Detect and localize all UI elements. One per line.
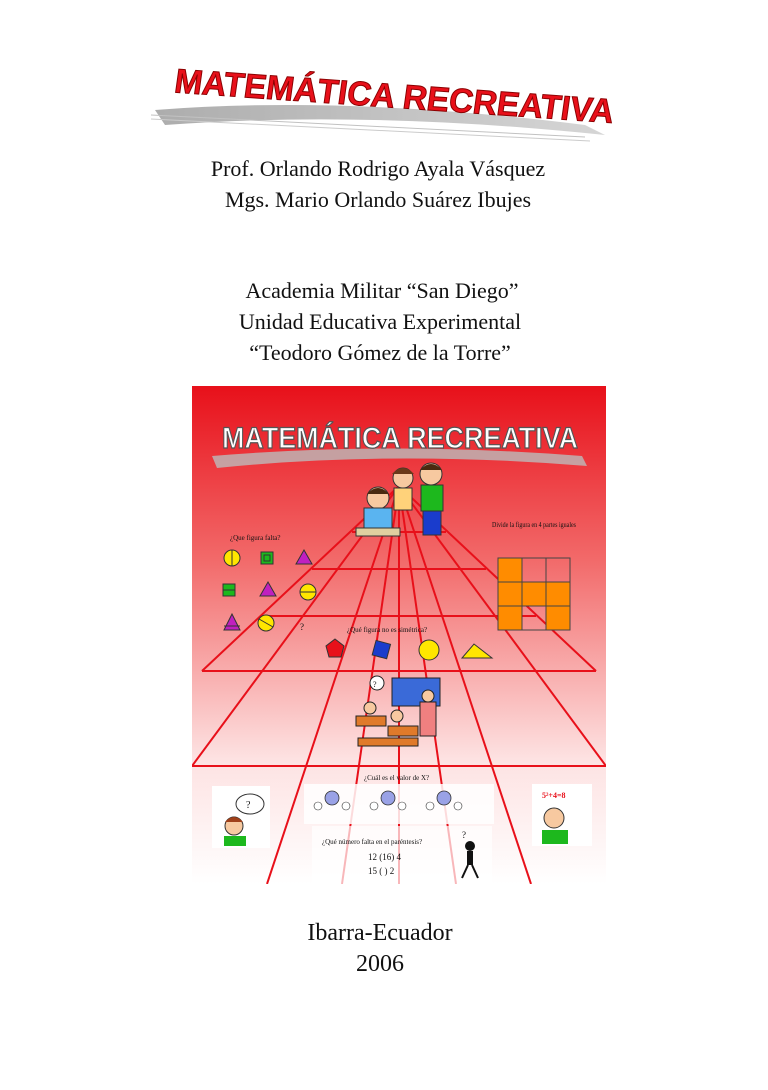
institution-line-2: Unidad Educativa Experimental xyxy=(238,309,522,334)
title-wordart: MATEMÁTICA RECREATIVA xyxy=(150,62,617,142)
divide-grid xyxy=(497,557,571,631)
institution-line-1: Academia Militar “San Diego” xyxy=(245,278,519,303)
author-2: Mgs. Mario Orlando Suárez Ibujes xyxy=(224,187,532,212)
q-divide: Divide la figura en 4 partes iguales xyxy=(492,521,576,529)
cover-title: MATEMÁTICA RECREATIVA xyxy=(212,420,587,468)
equation-2: 15 ( ) 2 xyxy=(368,866,394,876)
bubble-question: ? xyxy=(246,800,251,811)
thinker-clipart: ? xyxy=(461,830,479,879)
sign-text: 5²+4=8 xyxy=(542,791,566,800)
left-kid-clipart: ? xyxy=(212,786,270,848)
x-equations-panel xyxy=(304,784,494,824)
cover-illustration: MATEMÁTICA RECREATIVA ¿Que figura falta? xyxy=(192,386,606,884)
q-missing-number: ¿Qué número falta en el paréntesis? xyxy=(322,838,422,846)
institution-line-3: “Teodoro Gómez de la Torre” xyxy=(249,340,511,365)
author-1: Prof. Orlando Rodrigo Ayala Vásquez xyxy=(210,156,546,181)
q-not-symmetric: ¿Qué figura no es simétrica? xyxy=(347,626,427,634)
svg-text:?: ? xyxy=(373,680,377,689)
cover-title-text: MATEMÁTICA RECREATIVA xyxy=(222,421,578,455)
q-missing-figure: ¿Que figura falta? xyxy=(230,534,281,542)
equation-1: 12 (16) 4 xyxy=(368,852,401,862)
classroom-clipart: ? xyxy=(355,675,441,747)
title-shadow xyxy=(150,105,605,142)
symmetry-shapes xyxy=(325,638,494,661)
missing-figure-grid xyxy=(222,548,317,632)
year: 2006 xyxy=(356,951,404,977)
svg-text:?: ? xyxy=(462,830,466,840)
missing-figure-question: ? xyxy=(300,622,304,632)
q-value-x: ¿Cuál es el valor de X? xyxy=(364,774,429,782)
right-man-clipart: 5²+4=8 xyxy=(532,784,592,846)
city: Ibarra-Ecuador xyxy=(307,920,453,946)
kids-clipart xyxy=(355,462,444,537)
